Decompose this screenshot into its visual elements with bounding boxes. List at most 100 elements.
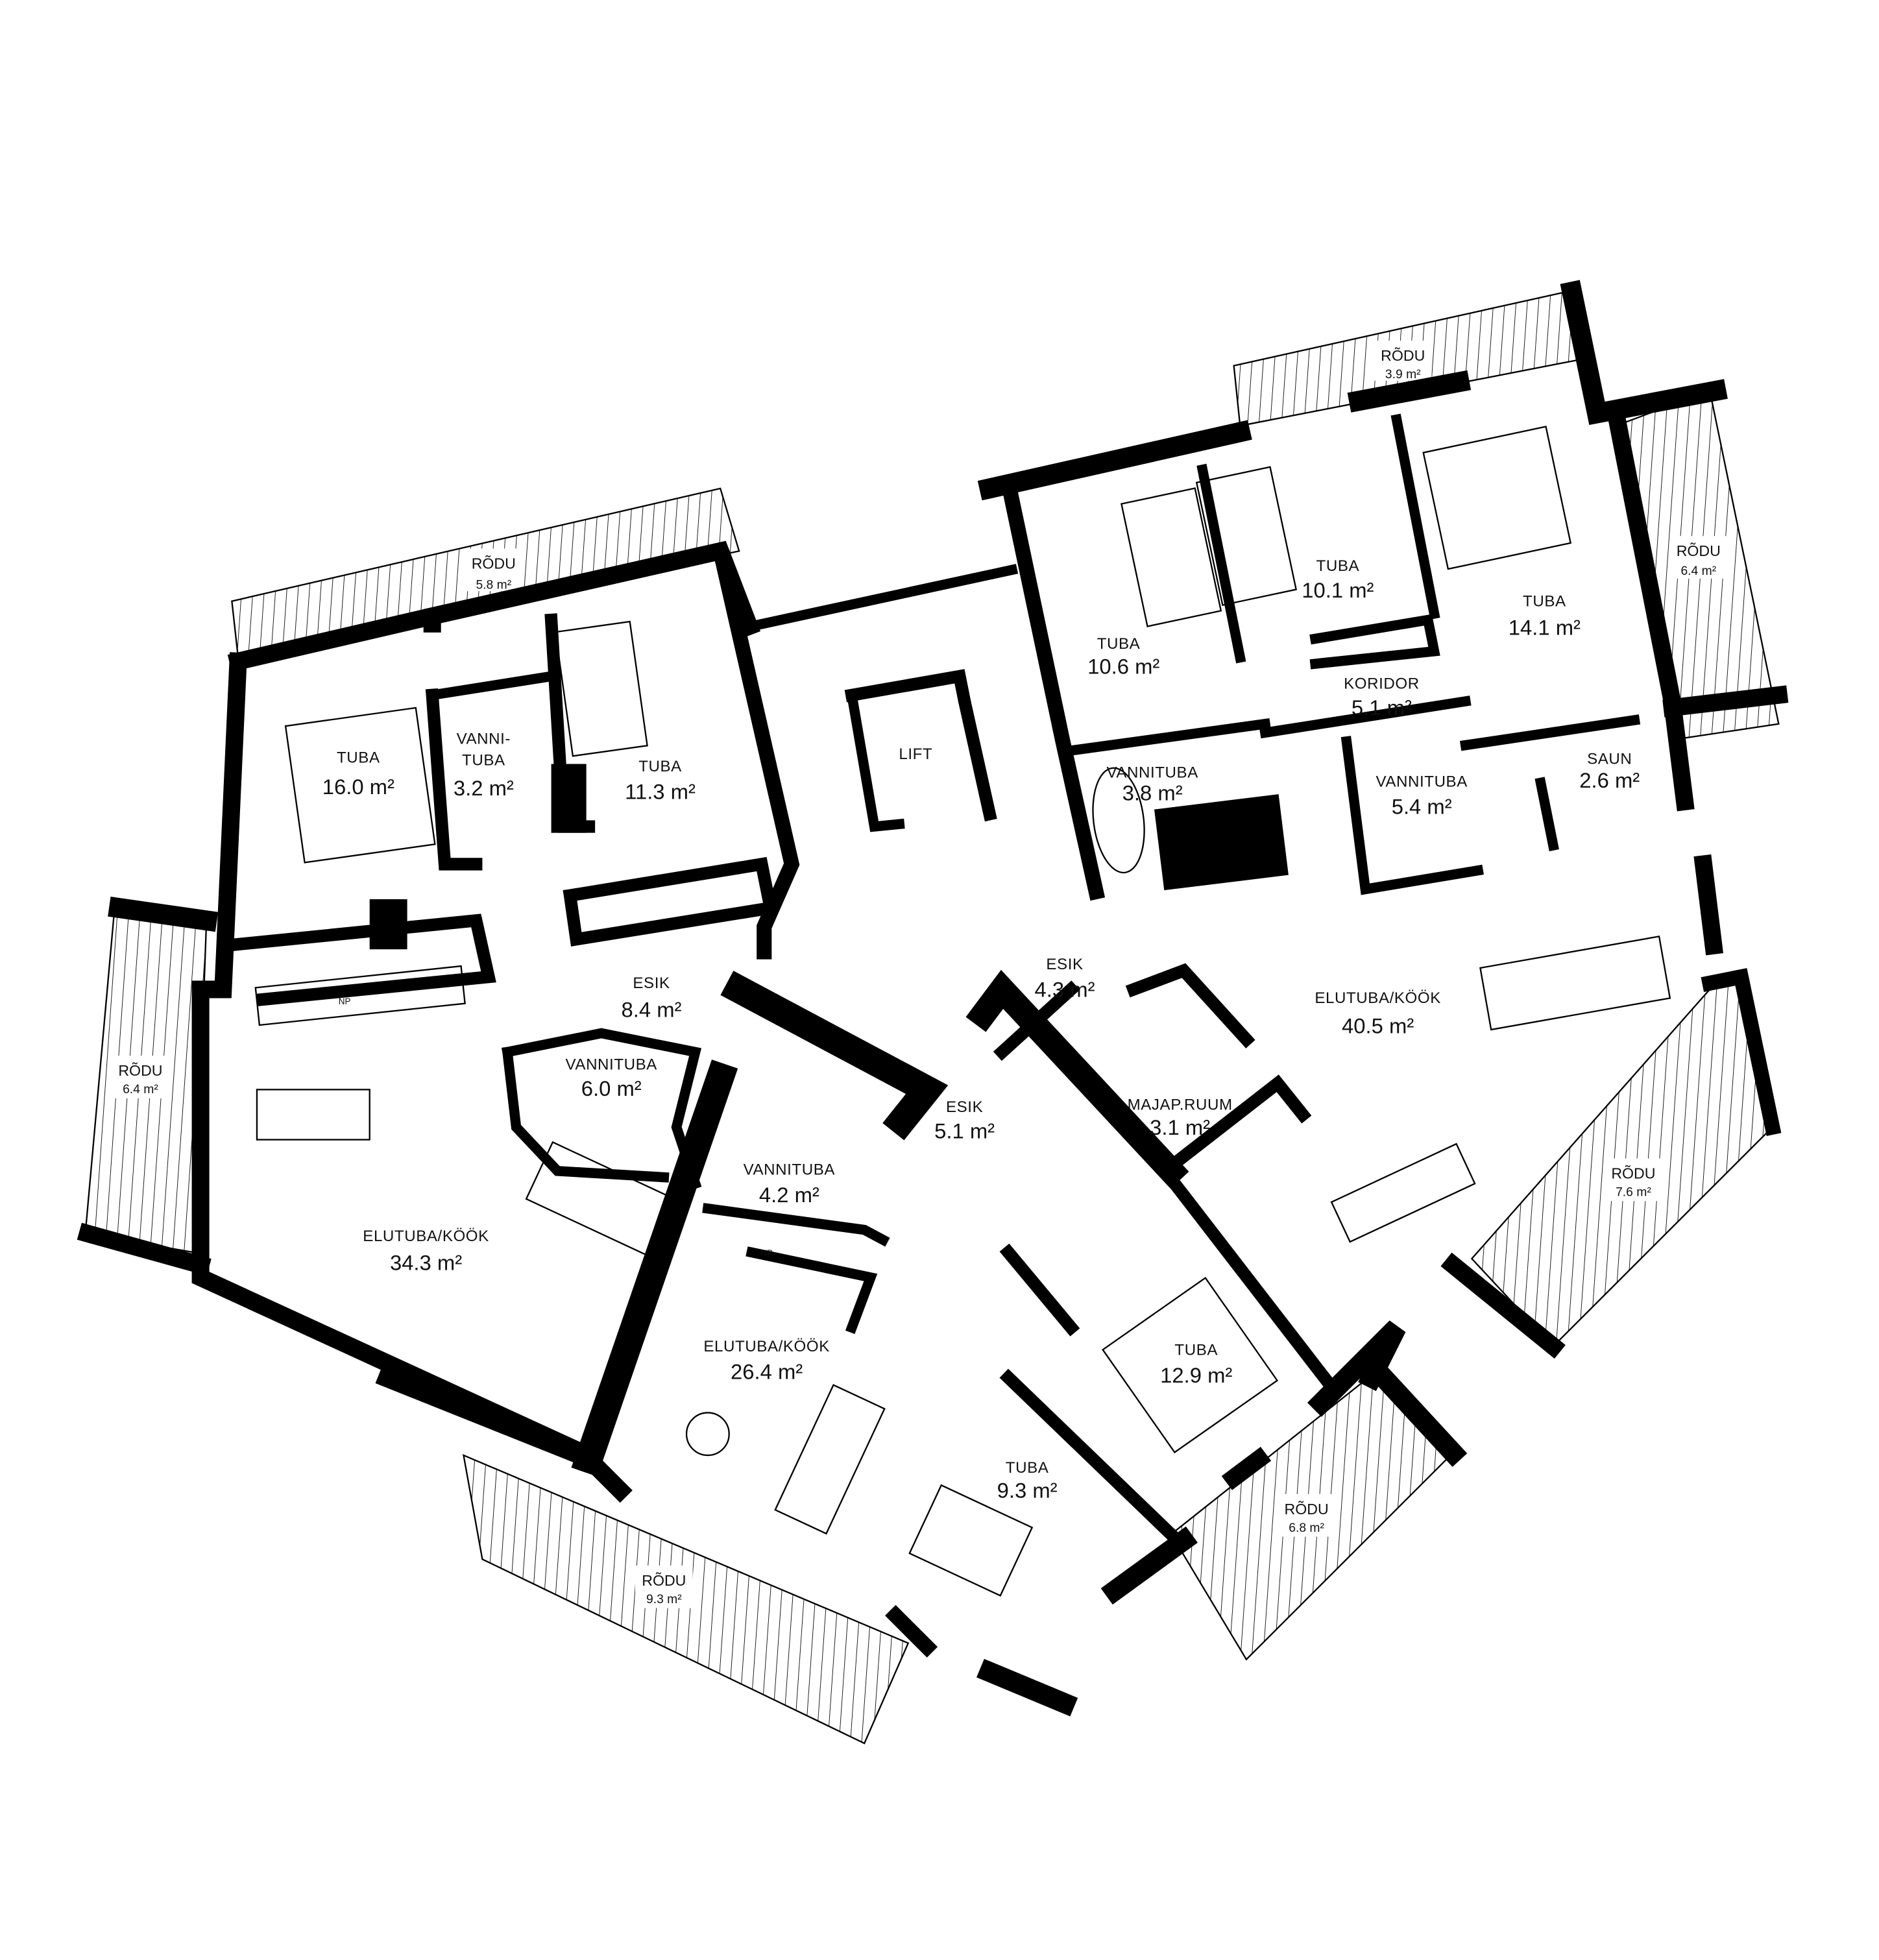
svg-text:VANNITUBA: VANNITUBA xyxy=(744,1161,836,1179)
room-tuba-12-9: TUBA 12.9 m² xyxy=(1160,1342,1232,1387)
label-rodu-7-6: RÕDU 7.6 m² xyxy=(1611,1164,1655,1199)
svg-text:TUBA: TUBA xyxy=(1316,557,1360,575)
svg-text:RÕDU: RÕDU xyxy=(118,1061,162,1079)
svg-text:TUBA: TUBA xyxy=(1523,592,1566,610)
svg-text:5.1 m²: 5.1 m² xyxy=(934,1119,995,1143)
svg-text:6.4 m²: 6.4 m² xyxy=(123,1083,158,1096)
svg-text:ELUTUBA/KÖÖK: ELUTUBA/KÖÖK xyxy=(703,1338,830,1355)
room-tuba-14-1: TUBA 14.1 m² xyxy=(1509,592,1581,639)
room-lift: LIFT xyxy=(899,745,932,763)
svg-text:RÕDU: RÕDU xyxy=(1611,1164,1655,1181)
room-majap-ruum: MAJAP.RUUM 3.1 m² xyxy=(1128,1096,1233,1139)
svg-text:12.9 m²: 12.9 m² xyxy=(1160,1363,1232,1387)
svg-text:14.1 m²: 14.1 m² xyxy=(1509,616,1581,640)
svg-text:9.3 m²: 9.3 m² xyxy=(646,1593,682,1606)
dining-table xyxy=(685,1412,730,1457)
room-vannituba-5-4: VANNITUBA 5.4 m² xyxy=(1376,773,1468,819)
dining-table xyxy=(1330,1143,1476,1243)
room-elutuba-26-4: ELUTUBA/KÖÖK 26.4 m² xyxy=(703,1338,830,1383)
svg-text:VANNI-: VANNI- xyxy=(457,731,511,748)
room-tuba-10-1: TUBA 10.1 m² xyxy=(1302,557,1374,602)
svg-text:TUBA: TUBA xyxy=(462,751,505,769)
room-esik-5-1: ESIK 5.1 m² xyxy=(934,1098,995,1143)
label-rodu-6-8: RÕDU 6.8 m² xyxy=(1284,1500,1328,1535)
svg-text:4.2 m²: 4.2 m² xyxy=(759,1183,819,1207)
svg-text:ESIK: ESIK xyxy=(1046,956,1083,973)
svg-text:VANNITUBA: VANNITUBA xyxy=(1376,773,1468,790)
svg-text:6.8 m²: 6.8 m² xyxy=(1289,1521,1324,1535)
svg-text:NP: NP xyxy=(339,997,351,1006)
svg-text:ESIK: ESIK xyxy=(633,974,670,992)
kitchen-counter xyxy=(254,965,466,1026)
bed xyxy=(1121,487,1222,627)
room-tuba-16: TUBA 16.0 m² xyxy=(322,749,394,799)
outer-walls xyxy=(77,280,1789,1717)
svg-text:16.0 m²: 16.0 m² xyxy=(322,775,394,799)
bed xyxy=(908,1484,1034,1597)
svg-text:LIFT: LIFT xyxy=(899,745,932,763)
interior-walls xyxy=(219,413,1641,1549)
svg-text:5.4 m²: 5.4 m² xyxy=(1392,795,1452,819)
svg-text:TUBA: TUBA xyxy=(1006,1459,1049,1477)
bed xyxy=(1195,466,1298,607)
svg-text:6.4 m²: 6.4 m² xyxy=(1680,564,1716,578)
svg-text:TUBA: TUBA xyxy=(1174,1342,1218,1359)
svg-text:TUBA: TUBA xyxy=(1097,635,1141,653)
svg-text:VANNITUBA: VANNITUBA xyxy=(1106,764,1198,782)
svg-text:10.1 m²: 10.1 m² xyxy=(1302,578,1374,602)
svg-text:2.6 m²: 2.6 m² xyxy=(1579,768,1640,792)
svg-text:26.4 m²: 26.4 m² xyxy=(731,1359,803,1383)
bed xyxy=(1102,1277,1279,1454)
svg-text:6.0 m²: 6.0 m² xyxy=(581,1076,642,1100)
svg-text:34.3 m²: 34.3 m² xyxy=(390,1250,462,1274)
svg-text:VANNITUBA: VANNITUBA xyxy=(566,1056,658,1074)
room-vannituba-4-2: VANNITUBA 4.2 m² xyxy=(744,1161,836,1207)
svg-text:7.6 m²: 7.6 m² xyxy=(1616,1185,1651,1199)
label-rodu-6-4-left: RÕDU 6.4 m² xyxy=(118,1061,162,1096)
svg-text:5.8 m²: 5.8 m² xyxy=(476,578,511,592)
room-elutuba-34-3: ELUTUBA/KÖÖK 34.3 m² xyxy=(363,1228,489,1274)
svg-text:TUBA: TUBA xyxy=(337,749,380,767)
svg-text:40.5 m²: 40.5 m² xyxy=(1342,1014,1414,1038)
svg-text:RÕDU: RÕDU xyxy=(1677,542,1721,559)
room-vannituba-6-0: VANNITUBA 6.0 m² xyxy=(566,1056,658,1101)
bed xyxy=(284,707,436,864)
bed xyxy=(1422,426,1572,570)
svg-text:TUBA: TUBA xyxy=(638,758,682,775)
svg-text:11.3 m²: 11.3 m² xyxy=(625,780,696,804)
svg-text:ELUTUBA/KÖÖK: ELUTUBA/KÖÖK xyxy=(1315,989,1441,1007)
svg-text:ELUTUBA/KÖÖK: ELUTUBA/KÖÖK xyxy=(363,1228,489,1245)
appliance-marks: NP NP xyxy=(339,997,773,1258)
svg-text:ESIK: ESIK xyxy=(946,1098,983,1116)
room-elutuba-40-5: ELUTUBA/KÖÖK 40.5 m² xyxy=(1315,989,1441,1038)
svg-text:KORIDOR: KORIDOR xyxy=(1344,675,1420,693)
sofa xyxy=(1479,935,1671,1031)
svg-text:RÕDU: RÕDU xyxy=(1284,1500,1328,1518)
svg-text:NP: NP xyxy=(760,1248,773,1258)
svg-text:3.1 m²: 3.1 m² xyxy=(1150,1115,1210,1139)
bathtub xyxy=(1092,767,1145,874)
svg-text:SAUN: SAUN xyxy=(1587,751,1632,768)
room-tuba-9-3: TUBA 9.3 m² xyxy=(997,1459,1058,1503)
svg-text:9.3 m²: 9.3 m² xyxy=(997,1479,1058,1503)
dining-table xyxy=(256,1089,370,1141)
svg-text:3.8 m²: 3.8 m² xyxy=(1122,780,1183,805)
room-labels: TUBA 16.0 m² VANNI- TUBA 3.2 m² TUBA 11.3 m²… xyxy=(322,557,1640,1502)
svg-text:5.1 m²: 5.1 m² xyxy=(1352,696,1412,720)
svg-text:3.2 m²: 3.2 m² xyxy=(454,776,514,800)
svg-text:RÕDU: RÕDU xyxy=(1381,346,1425,364)
room-koridor: KORIDOR 5.1 m² xyxy=(1344,675,1420,720)
sofa xyxy=(774,1384,886,1535)
svg-text:MAJAP.RUUM: MAJAP.RUUM xyxy=(1128,1096,1233,1113)
bed xyxy=(554,620,648,757)
room-vannituba-3-2: VANNI- TUBA 3.2 m² xyxy=(454,731,514,800)
